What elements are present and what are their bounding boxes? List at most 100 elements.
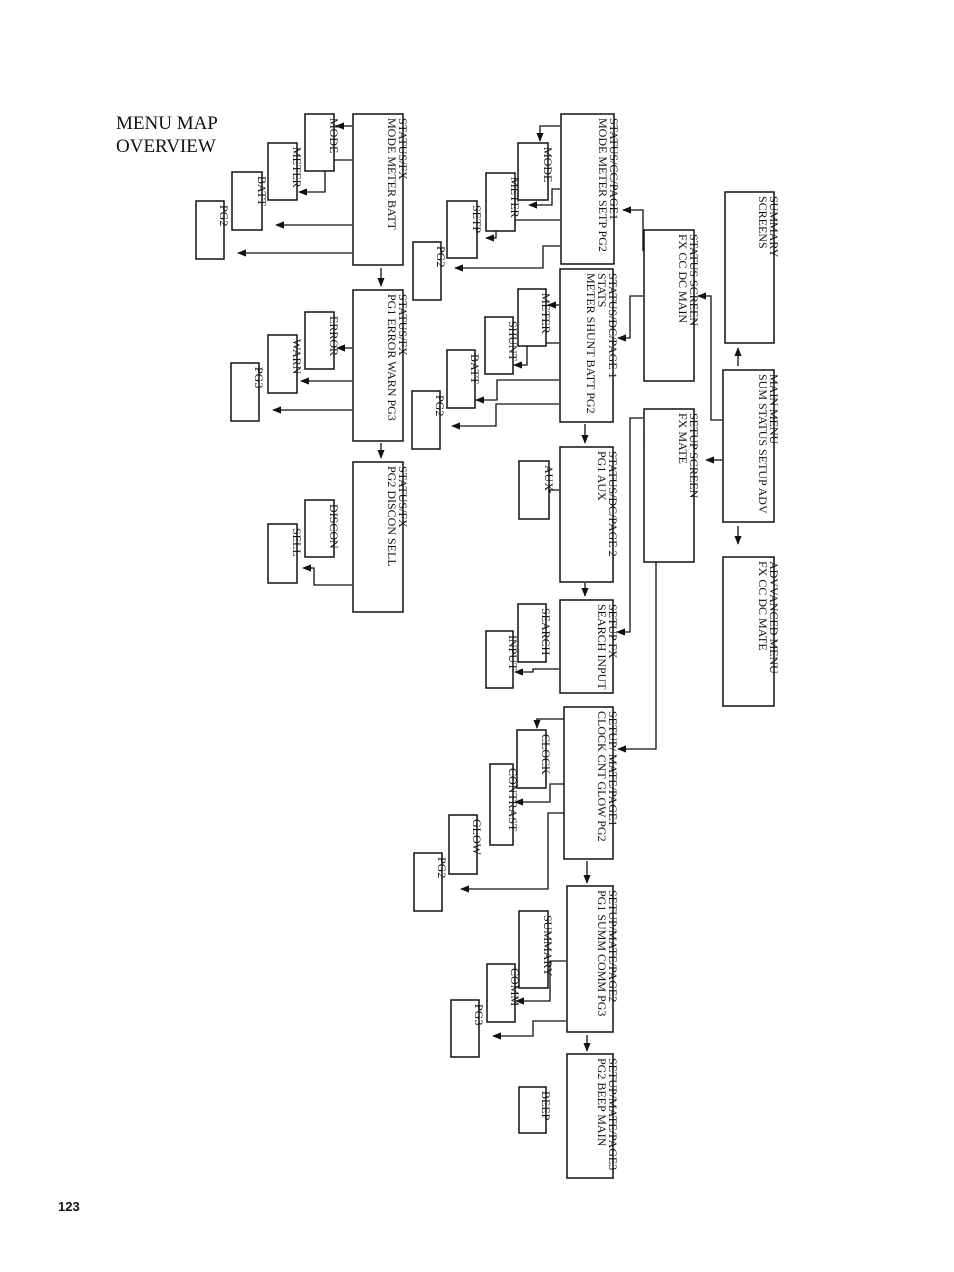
box-frame — [516, 729, 547, 789]
menu-box-fx1-mode: MODE — [304, 113, 341, 172]
connector-arrow — [549, 489, 559, 493]
box-frame — [446, 200, 478, 259]
connector-arrow — [492, 1020, 566, 1040]
box-frame — [267, 142, 298, 201]
box-frame — [412, 241, 442, 301]
menu-box-cc-setp: SETP — [446, 200, 484, 259]
menu-box-sfx-search: SEARCH — [517, 603, 553, 663]
menu-box-m1-pg2: PG2 — [413, 852, 449, 912]
connector-arrow — [475, 379, 559, 404]
box-frame — [517, 288, 547, 347]
box-label-line: SETUP FX — [606, 604, 620, 659]
title-line-2: OVERVIEW — [116, 136, 216, 157]
box-label-line: BEEP — [539, 1091, 553, 1121]
box-frame — [304, 499, 335, 558]
box-label-line: BATT — [255, 176, 269, 207]
box-label-line: PG1 ERROR WARN PG3 — [385, 294, 399, 421]
menu-box-cc-meter: METER — [485, 172, 522, 232]
box-label-line: SHUNT — [506, 321, 520, 362]
connector-arrow — [616, 417, 643, 636]
box-frame — [559, 599, 614, 694]
box-frame — [485, 172, 516, 232]
box-frame — [195, 200, 225, 260]
box-frame — [559, 268, 614, 423]
box-frame — [518, 910, 549, 989]
box-label-line: MODE — [327, 118, 341, 153]
box-label-line: SEARCH — [539, 608, 553, 656]
box-frame — [450, 999, 480, 1058]
box-label-line: STATUS/DC/PAGE 2 — [606, 451, 620, 557]
box-label-line: DISCON — [327, 504, 341, 549]
menu-box-fx3-sell: SELL — [267, 523, 304, 584]
box-frame — [566, 885, 614, 1033]
menu-box-fx1-pg2: PG2 — [195, 200, 231, 260]
box-label-line: CLOCK CNT GLOW PG2 — [595, 711, 609, 842]
box-label-line: MODE METER BATT — [385, 118, 399, 231]
box-label-line: STATUS/DC/PAGE 1 — [606, 273, 620, 379]
menu-box-cc-mode: MODE — [517, 142, 555, 201]
box-frame — [413, 852, 443, 912]
connector-arrow — [460, 812, 564, 893]
box-frame — [517, 603, 547, 663]
box-label-line: SEARCH INPUT — [595, 604, 609, 690]
box-frame — [518, 1086, 547, 1134]
connector-lines — [237, 122, 742, 1052]
box-frame — [486, 963, 516, 1023]
box-label-line: MODE METER SETP PG2 — [596, 118, 610, 252]
menu-box-fx2-warn: WARN — [267, 334, 304, 394]
box-label-line: METER — [539, 293, 553, 334]
connector-arrow — [697, 292, 722, 421]
box-label-line: SUMMARY — [541, 915, 555, 977]
connector-arrow — [515, 960, 566, 1005]
box-label-line: PG1 AUX — [595, 451, 609, 501]
box-frame — [722, 556, 775, 707]
box-frame — [352, 461, 404, 613]
menu-box-sfx-input: INPUT — [485, 630, 520, 689]
box-label-line: GLOW — [470, 819, 484, 856]
box-label-line: STATUS SCREEN — [687, 234, 701, 326]
connector-arrow — [528, 188, 560, 209]
menu-box-fx1-batt: BATT — [231, 171, 269, 231]
box-frame — [724, 191, 775, 344]
box-label-line: STATUS/CC/PAGE1 — [607, 118, 621, 220]
box-label-line: METER — [290, 147, 304, 188]
box-label-line: PG2 BEEP MAIN — [595, 1058, 609, 1147]
box-label-line: SCREENS — [756, 196, 770, 249]
menu-box-cc-pg2: PG2 — [412, 241, 448, 301]
box-label-line: STATUS/FX — [396, 118, 410, 180]
connector-arrow — [533, 718, 564, 729]
box-frame — [643, 408, 695, 563]
box-label-line: PG2 — [433, 395, 447, 416]
box-frame — [352, 113, 404, 266]
box-label-line: PG2 — [217, 205, 231, 226]
box-label-line: PG2 — [434, 246, 448, 267]
box-frame — [448, 814, 478, 875]
box-label-line: FX MATE — [676, 413, 690, 464]
box-label-line: INPUT — [506, 635, 520, 671]
connector-arrow — [514, 783, 564, 806]
menu-box-m1-clock: CLOCK — [516, 729, 553, 789]
box-frame — [267, 523, 298, 584]
box-label-line: BATT — [468, 354, 482, 385]
box-label-line: SETUP/ MATE/PAGE1 — [606, 711, 620, 826]
menu-box-m2-pg3: PG3 — [450, 999, 486, 1058]
box-frame — [489, 763, 514, 846]
connector-arrow — [302, 564, 352, 586]
page-number: 123 — [58, 1199, 80, 1214]
box-label-line: PG1 SUMM COMM PG3 — [595, 890, 609, 1016]
box-label-line: FX CC DC MAIN — [676, 234, 690, 323]
connector-arrow — [298, 159, 352, 196]
box-label-line: COMM — [508, 968, 522, 1006]
